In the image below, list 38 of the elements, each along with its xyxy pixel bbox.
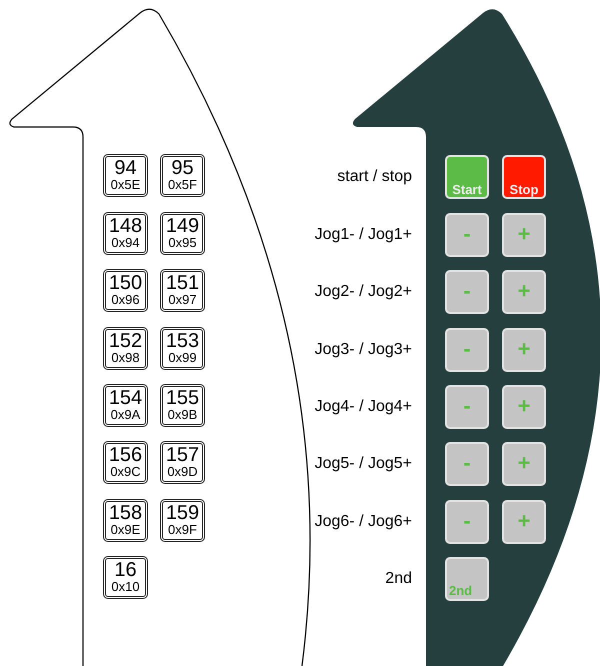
second-function-button: 2nd xyxy=(445,557,489,601)
key-code-box: 159 0x9F xyxy=(160,499,205,542)
row-label: Jog2- / Jog2+ xyxy=(314,283,412,301)
key-code-box: 150 0x96 xyxy=(103,269,148,312)
plus-button: + xyxy=(502,500,546,544)
minus-button: - xyxy=(445,500,489,544)
key-code-box: 151 0x97 xyxy=(160,269,205,312)
key-code-box: 156 0x9C xyxy=(103,441,148,484)
row-label: Jog5- / Jog5+ xyxy=(314,455,412,473)
stop-button: Stop xyxy=(502,155,546,199)
key-code-box: 16 0x10 xyxy=(103,556,148,599)
plus-button: + xyxy=(502,442,546,486)
minus-button: - xyxy=(445,270,489,314)
key-code-box: 148 0x94 xyxy=(103,212,148,255)
minus-button: - xyxy=(445,442,489,486)
plus-button: + xyxy=(502,328,546,372)
key-code-box: 152 0x98 xyxy=(103,327,148,370)
plus-button: + xyxy=(502,213,546,257)
key-code-box: 94 0x5E xyxy=(103,154,148,197)
row-label: start / stop xyxy=(337,168,412,186)
key-code-box: 153 0x99 xyxy=(160,327,205,370)
row-label: Jog6- / Jog6+ xyxy=(314,513,412,531)
plus-button: + xyxy=(502,385,546,429)
key-code-box: 149 0x95 xyxy=(160,212,205,255)
key-code-box: 155 0x9B xyxy=(160,384,205,427)
key-code-box: 154 0x9A xyxy=(103,384,148,427)
row-label: Jog1- / Jog1+ xyxy=(314,226,412,244)
plus-button: + xyxy=(502,270,546,314)
row-label: Jog4- / Jog4+ xyxy=(314,398,412,416)
start-button: Start xyxy=(445,155,489,199)
minus-button: - xyxy=(445,385,489,429)
minus-button: - xyxy=(445,328,489,372)
key-code-box: 95 0x5F xyxy=(160,154,205,197)
key-code-box: 158 0x9E xyxy=(103,499,148,542)
minus-button: - xyxy=(445,213,489,257)
row-label: Jog3- / Jog3+ xyxy=(314,341,412,359)
key-code-box: 157 0x9D xyxy=(160,441,205,484)
row-label: 2nd xyxy=(385,570,412,588)
